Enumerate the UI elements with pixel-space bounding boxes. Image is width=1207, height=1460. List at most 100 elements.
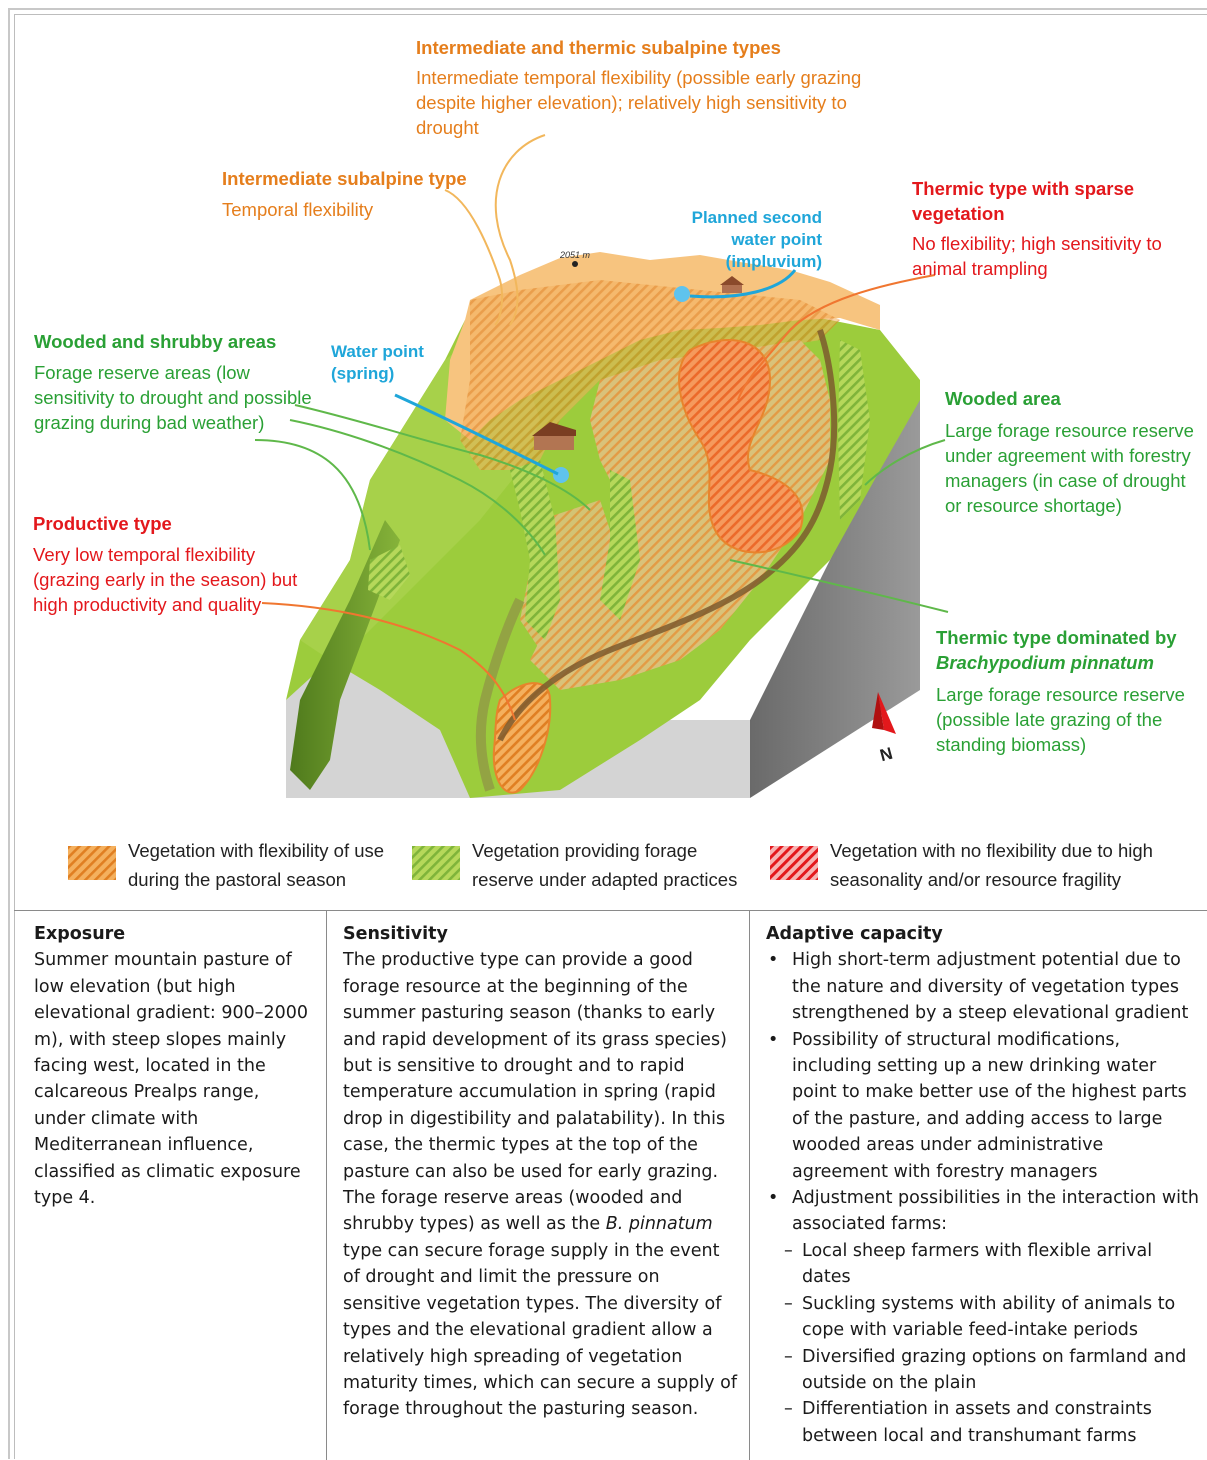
label-wooded-area: Wooded area Large forage resource reserv…: [945, 386, 1194, 518]
shrubby-strip-2: [600, 470, 640, 620]
leader-wooded-shrubby-1: [294, 404, 591, 511]
leader-wooded-shrubby-3: [254, 439, 371, 551]
label-line: or resource shortage): [945, 495, 1122, 516]
exposure-column: Exposure Summer mountain pasture of low …: [34, 911, 314, 1460]
sensitivity-column: Sensitivity The productive type can prov…: [343, 911, 738, 1460]
label-planned-water: Planned second water point (impluvium): [690, 207, 822, 273]
legend-line: during the pastoral season: [128, 869, 347, 890]
label-title: Productive type: [33, 513, 172, 534]
inner-frame: [14, 14, 1207, 1459]
label-line: (grazing early in the season) but: [33, 569, 298, 590]
leader-intermediate-subalpine: [444, 189, 504, 326]
intermediate-subalpine-area: [460, 280, 840, 470]
adaptive-sub-bullet: Local sheep farmers with flexible arriva…: [784, 1238, 1201, 1291]
leader-water-spring: [394, 393, 559, 476]
label-line: high productivity and quality: [33, 594, 262, 615]
adaptive-sub-bullet: Suckling systems with ability of animals…: [784, 1291, 1201, 1344]
water-point-upper-icon: [674, 286, 690, 302]
label-title: Thermic type dominated by: [936, 627, 1177, 648]
cliff-face-right: [750, 380, 920, 798]
label-title-species: Brachypodium pinnatum: [936, 652, 1154, 673]
adaptive-sub-bullet: Differentiation in assets and constraint…: [784, 1396, 1201, 1449]
adaptive-bullet-text: Adjustment possibilities in the interact…: [792, 1188, 1199, 1235]
exposure-text: Summer mountain pasture of low elevation…: [34, 950, 309, 1209]
label-line: Large forage resource reserve: [945, 420, 1194, 441]
label-title: Intermediate and thermic subalpine types: [416, 37, 781, 58]
sensitivity-text-after: type can secure forage supply in the eve…: [343, 1240, 737, 1420]
legend-swatch-red: [770, 846, 818, 880]
label-line: water point: [731, 230, 822, 249]
legend-line: seasonality and/or resource fragility: [830, 869, 1122, 890]
label-title: Wooded area: [945, 388, 1061, 409]
label-line: under agreement with forestry: [945, 445, 1191, 466]
label-title: Thermic type with sparse: [912, 178, 1135, 199]
label-line: animal trampling: [912, 258, 1048, 279]
label-title: Wooded and shrubby areas: [34, 331, 277, 352]
elevation-label: 2051 m: [559, 250, 591, 260]
leader-thermic-sparse: [737, 274, 936, 401]
exposure-heading: Exposure: [34, 924, 126, 944]
sensitivity-heading: Sensitivity: [343, 924, 448, 944]
leader-planned-water: [689, 269, 797, 299]
label-line: Forage reserve areas (low: [34, 362, 250, 383]
outer-frame: [8, 8, 1207, 1459]
legend-line: Vegetation with no flexibility due to hi…: [830, 840, 1153, 861]
adaptive-column: Adaptive capacity High short-term adjust…: [766, 911, 1201, 1460]
label-title: Intermediate subalpine type: [222, 168, 467, 189]
label-line: drought: [416, 117, 479, 138]
thermic-sparse-area: [678, 339, 804, 554]
label-line: Temporal flexibility: [222, 199, 374, 220]
legend-item-flexible: Vegetation with flexibility of use durin…: [68, 836, 384, 894]
label-water-point: Water point (spring): [331, 341, 424, 385]
stream-shadow: [475, 597, 525, 792]
label-title: vegetation: [912, 203, 1005, 224]
label-line: (impluvium): [725, 252, 822, 271]
column-divider: [749, 911, 750, 1460]
adaptive-bullet: Possibility of structural modifications,…: [766, 1027, 1201, 1185]
label-thermic-brachypodium: Thermic type dominated by Brachypodium p…: [936, 625, 1185, 757]
adaptive-heading: Adaptive capacity: [766, 924, 943, 944]
label-line: (possible late grazing of the: [936, 709, 1163, 730]
label-line: sensitivity to drought and possible: [34, 387, 312, 408]
label-thermic-sparse: Thermic type with sparse vegetation No f…: [912, 176, 1162, 281]
productive-area: [492, 682, 552, 794]
adaptive-bullet: High short-term adjustment potential due…: [766, 947, 1201, 1026]
label-line: Planned second: [691, 208, 822, 227]
label-line: managers (in case of drought: [945, 470, 1186, 491]
adaptive-bullet: Adjustment possibilities in the interact…: [766, 1185, 1201, 1449]
hut-upper: [720, 276, 744, 293]
label-line: Intermediate temporal flexibility (possi…: [416, 67, 862, 88]
adaptive-sub-bullet: Diversified grazing options on farmland …: [784, 1344, 1201, 1397]
legend-item-reserve: Vegetation providing forage reserve unde…: [412, 836, 737, 894]
sensitivity-text-before: The productive type can provide a good f…: [343, 950, 727, 1235]
pasture-illustration: 2051 m N: [254, 134, 949, 798]
label-line: No flexibility; high sensitivity to: [912, 233, 1162, 254]
assessment-table: Exposure Summer mountain pasture of low …: [14, 910, 1207, 1460]
label-line: standing biomass): [936, 734, 1087, 755]
label-line: (spring): [331, 364, 395, 383]
label-intermediate-subalpine: Intermediate subalpine type Temporal fle…: [222, 166, 467, 222]
sensitivity-species: B. pinnatum: [605, 1214, 713, 1235]
leader-productive: [261, 602, 516, 721]
hut-lower: [532, 422, 576, 450]
label-line: Water point: [331, 342, 424, 361]
north-arrow: [872, 692, 896, 734]
summit-marker: [572, 261, 578, 267]
sensitivity-text: The productive type can provide a good f…: [343, 947, 738, 1422]
wooded-area-right: [838, 340, 870, 520]
leader-thermic-brachypodium: [729, 559, 949, 613]
shrubby-strip-1: [510, 460, 560, 640]
legend-swatch-green: [412, 846, 460, 880]
column-divider: [326, 911, 327, 1460]
north-label: N: [878, 744, 895, 766]
leader-wooded-shrubby-2: [289, 419, 546, 556]
stream-track: [497, 329, 838, 742]
label-wooded-shrubby: Wooded and shrubby areas Forage reserve …: [34, 329, 312, 435]
legend-line: Vegetation providing forage: [472, 840, 698, 861]
label-productive: Productive type Very low temporal flexib…: [33, 511, 297, 617]
water-point-spring-icon: [553, 467, 569, 483]
legend-swatch-orange: [68, 846, 116, 880]
label-line: Very low temporal flexibility: [33, 544, 256, 565]
adaptive-bullet-list: High short-term adjustment potential due…: [766, 947, 1201, 1449]
legend-item-no-flexibility: Vegetation with no flexibility due to hi…: [770, 836, 1153, 894]
